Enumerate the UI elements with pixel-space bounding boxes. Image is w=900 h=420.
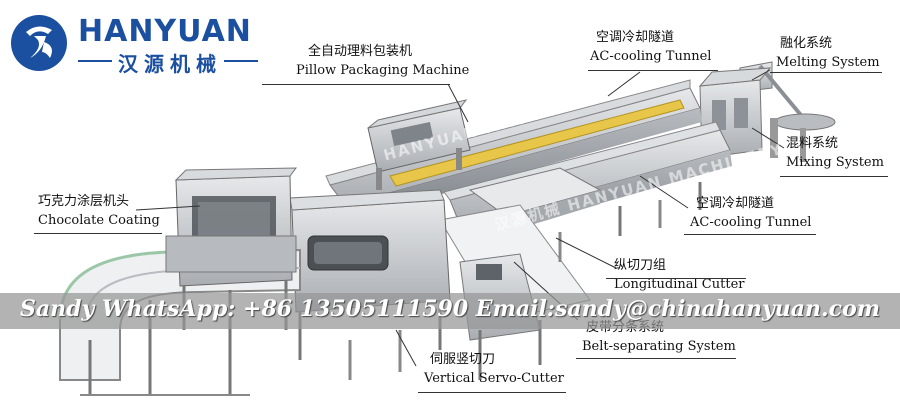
- underline-belt-separating: [576, 358, 736, 359]
- label-chocolate-coating: 巧克力涂层机头 Chocolate Coating: [38, 194, 160, 228]
- label-longitudinal-cutter: 纵切刀组 Longitudinal Cutter: [614, 258, 745, 292]
- pillow-packaging-machine: [367, 99, 471, 190]
- label-vertical-servo-cutter: 伺服竖切刀 Vertical Servo-Cutter: [424, 352, 564, 386]
- label-ac-cooling-lower: 空调冷却隧道 AC-cooling Tunnel: [690, 196, 812, 230]
- label-melting-system: 融化系统 Melting System: [776, 36, 880, 70]
- label-ac-cooling-upper: 空调冷却隧道 AC-cooling Tunnel: [590, 30, 712, 64]
- underline-vertical-servo-cutter: [418, 392, 566, 393]
- underline-pillow-packaging: [262, 84, 450, 85]
- hanyuan-logo-mark-icon: [11, 15, 67, 71]
- brand-name: HANYUAN: [78, 14, 252, 49]
- vertical-servo-cutter: [289, 189, 451, 360]
- label-pillow-packaging: 全自动理料包装机 Pillow Packaging Machine: [296, 44, 470, 78]
- underline-ac-cooling-upper: [588, 70, 718, 71]
- label-mixing-system: 混料系统 Mixing System: [786, 136, 884, 170]
- underline-melting-system: [770, 72, 882, 73]
- logo-rule-right: [224, 60, 258, 62]
- brand-name-chinese: 汉源机械: [118, 52, 222, 76]
- logo-rule-left: [78, 60, 112, 62]
- underline-ac-cooling-lower: [684, 234, 816, 235]
- contact-banner: [0, 293, 900, 329]
- brand-logo: HANYUAN 汉源机械: [8, 12, 258, 76]
- underline-longitudinal-cutter: [606, 278, 746, 279]
- underline-chocolate-coating: [34, 233, 162, 234]
- underline-mixing-system: [780, 176, 888, 177]
- contact-banner-text: Sandy WhatsApp: +86 13505111590 Email:sa…: [19, 296, 881, 322]
